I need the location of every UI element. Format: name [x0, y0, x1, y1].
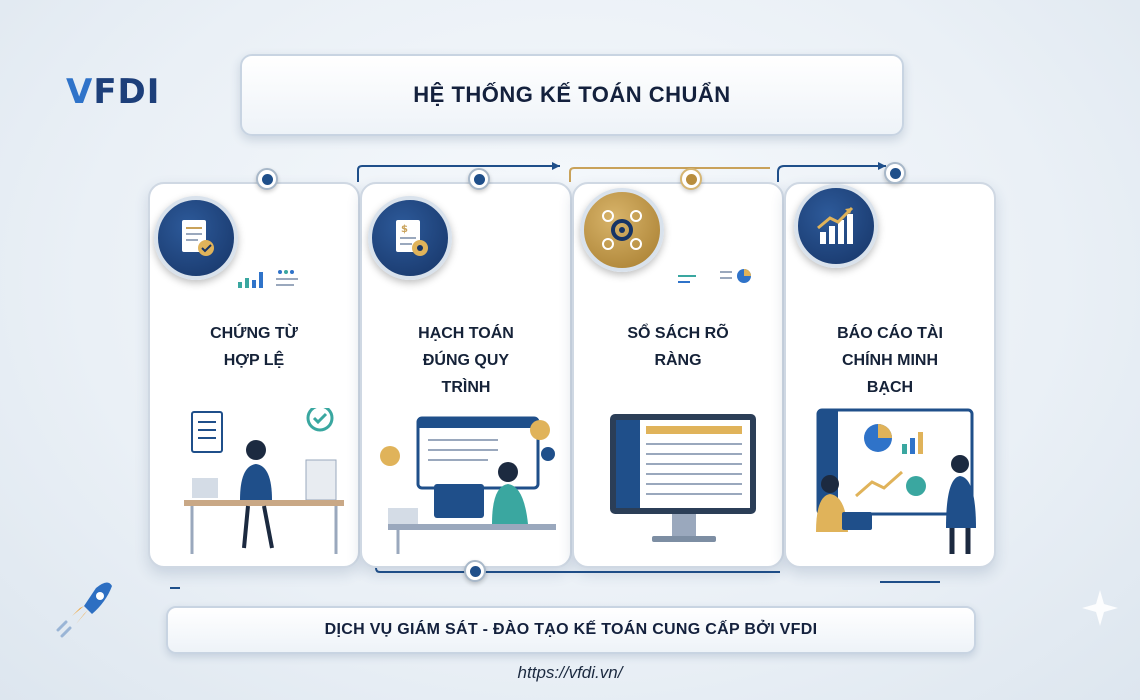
mini-pie-icon	[678, 269, 751, 283]
dashboard-presenter-illustration	[816, 408, 976, 554]
monitor-ledger-illustration	[610, 414, 756, 542]
connector-arrowhead-1	[552, 162, 560, 170]
vfdi-logo: VFDI	[66, 72, 161, 112]
footer-banner: DỊCH VỤ GIÁM SÁT - ĐÀO TẠO KẾ TOÁN CUNG …	[166, 606, 976, 654]
title-banner: HỆ THỐNG KẾ TOÁN CHUẨN	[240, 54, 904, 136]
mini-bars-icon	[238, 270, 298, 288]
connector-top-2	[569, 167, 770, 182]
website-link[interactable]: https://vfdi.vn/	[517, 663, 623, 682]
ledger-gear-icon: $	[368, 196, 452, 280]
growth-chart-icon	[794, 184, 878, 268]
page-title: HỆ THỐNG KẾ TOÁN CHUẨN	[413, 82, 731, 107]
laptop-worker-illustration	[380, 416, 556, 554]
step-node-2-bottom	[464, 560, 486, 582]
step-node-4	[884, 162, 906, 184]
connector-top-3	[777, 165, 886, 182]
step-node-2	[468, 168, 490, 190]
connector-arrowhead-3	[878, 162, 886, 170]
connector-bottom	[375, 564, 780, 573]
rocket-icon	[56, 582, 112, 638]
svg-text:$: $	[401, 224, 408, 235]
step-node-3	[680, 168, 702, 190]
desk-documents-illustration	[184, 408, 344, 554]
sparkle-icon	[1082, 590, 1118, 626]
connector-top-1	[357, 165, 560, 182]
connector-bottom-stubs	[170, 581, 940, 589]
document-check-icon	[154, 196, 238, 280]
gears-cycle-icon	[580, 188, 664, 272]
footer-text: DỊCH VỤ GIÁM SÁT - ĐÀO TẠO KẾ TOÁN CUNG …	[324, 621, 818, 638]
step-node-1	[256, 168, 278, 190]
